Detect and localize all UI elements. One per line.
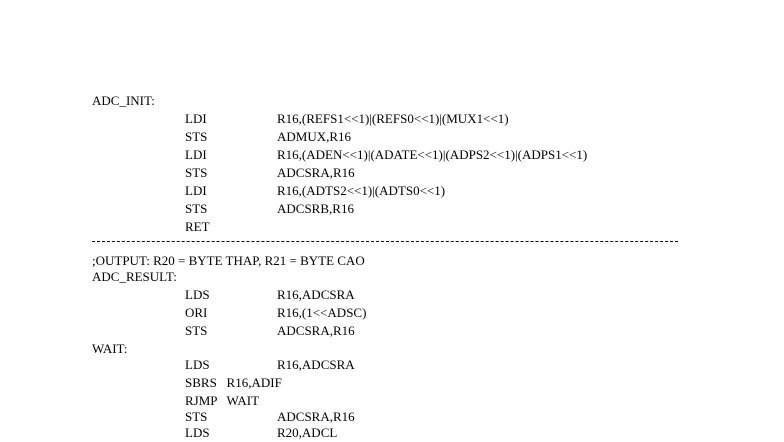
operand: R16,ADCSRA: [277, 357, 355, 372]
mnemonic: LDI: [185, 147, 207, 162]
mnemonic: STS: [185, 323, 208, 338]
inline-instruction: SBRS R16,ADIF: [185, 375, 282, 390]
mnemonic: ORI: [185, 305, 208, 320]
operand: R16,(REFS1<<1)|(REFS0<<1)|(MUX1<<1): [277, 111, 509, 126]
label-adc-result: ADC_RESULT:: [92, 269, 177, 284]
label-wait: WAIT:: [92, 341, 128, 356]
dashed-separator: [92, 241, 678, 242]
label-adc-init: ADC_INIT:: [92, 93, 155, 108]
operand: ADCSRA,R16: [277, 409, 355, 424]
mnemonic: LDI: [185, 183, 207, 198]
mnemonic: STS: [185, 201, 208, 216]
output-comment: ;OUTPUT: R20 = BYTE THAP, R21 = BYTE CAO: [92, 253, 365, 268]
mnemonic: STS: [185, 409, 208, 424]
operand: R16,(ADEN<<1)|(ADATE<<1)|(ADPS2<<1)|(ADP…: [277, 147, 588, 162]
operand: R16,(1<<ADSC): [277, 305, 367, 320]
mnemonic: LDS: [185, 425, 210, 440]
mnemonic: LDI: [185, 111, 207, 126]
mnemonic: LDS: [185, 357, 210, 372]
mnemonic: LDS: [185, 287, 210, 302]
operand: R20,ADCL: [277, 425, 338, 440]
inline-instruction: RJMP WAIT: [185, 393, 260, 408]
operand: ADCSRB,R16: [277, 201, 354, 216]
mnemonic: STS: [185, 129, 208, 144]
operand: ADMUX,R16: [277, 129, 352, 144]
operand: ADCSRA,R16: [277, 165, 355, 180]
operand: R16,(ADTS2<<1)|(ADTS0<<1): [277, 183, 446, 198]
mnemonic: RET: [185, 219, 210, 234]
operand: R16,ADCSRA: [277, 287, 355, 302]
operand: ADCSRA,R16: [277, 323, 355, 338]
mnemonic: STS: [185, 165, 208, 180]
